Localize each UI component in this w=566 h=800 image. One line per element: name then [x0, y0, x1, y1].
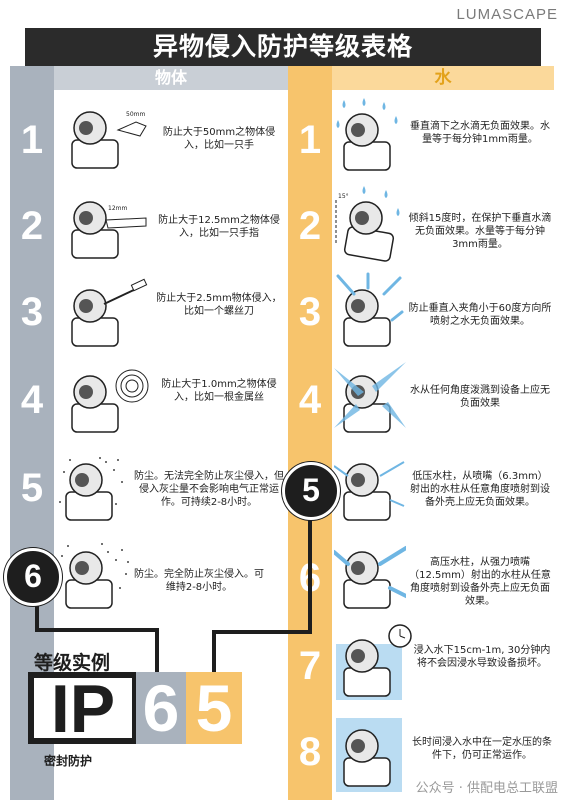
- connector-water-h: [212, 630, 312, 634]
- camera-immersion-icon: [336, 624, 412, 700]
- water-desc-2: 倾斜15度时，在保护下垂直水滴无负面效果。水量等于每分钟3mm雨量。: [408, 213, 552, 250]
- water-desc-3: 防止垂直入夹角小于60度方向所喷射之水无负面效果。: [408, 303, 552, 327]
- camera-screwdriver-icon: [71, 278, 148, 347]
- camera-submersion-icon: [336, 718, 402, 792]
- water-level-5-highlight: 5: [282, 462, 340, 520]
- solid-desc-3: 防止大于2.5mm物体侵入，比如一个螺丝刀: [156, 293, 282, 317]
- footer-watermark: 公众号 · 供配电总工联盟: [415, 781, 558, 796]
- size-tag-12mm: 12mm: [108, 205, 127, 212]
- ip-digit-solid: 6: [136, 672, 186, 744]
- solid-level-2: 2: [20, 204, 44, 248]
- solid-desc-6: 防尘。完全防止灰尘侵入。可维持2-8小时。: [134, 569, 264, 593]
- camera-drip-icon: [336, 98, 398, 171]
- water-desc-8: 长时间浸入水中在一定水压的条件下，仍可正常运作。: [412, 737, 552, 761]
- solid-level-3: 3: [20, 290, 44, 334]
- solid-level-4: 4: [20, 378, 44, 422]
- camera-dust-icon: [59, 457, 123, 521]
- water-level-8: 8: [298, 730, 322, 774]
- camera-low-jet-icon: [334, 461, 405, 521]
- water-level-1: 1: [298, 118, 322, 162]
- size-tag-50mm: 50mm: [126, 111, 145, 118]
- seal-label: 密封防护: [44, 754, 93, 768]
- page-title: 异物侵入防护等级表格: [25, 28, 541, 66]
- water-column-band: [288, 66, 332, 800]
- solid-desc-2: 防止大于12.5mm之物体侵入，比如一只手指: [158, 215, 280, 239]
- solid-level-5: 5: [20, 466, 44, 510]
- camera-dust-tight-icon: [57, 543, 129, 609]
- water-header: 水: [332, 66, 554, 90]
- water-desc-5: 低压水柱，从喷嘴（6.3mm）射出的水柱从任意角度喷射到设备外壳上应无负面效果。: [410, 471, 550, 508]
- water-level-3: 3: [298, 290, 322, 334]
- camera-finger-icon: 12mm: [71, 201, 147, 259]
- camera-tilt-drip-icon: 15°: [335, 186, 400, 262]
- camera-wire-icon: [71, 369, 149, 433]
- camera-splash-icon: [334, 362, 406, 433]
- connector-water-down: [212, 630, 216, 672]
- example-title: 等级实例: [34, 652, 111, 674]
- solid-desc-5: 防尘。无法完全防止灰尘侵入，但侵入灰尘量不会影响电气正常运作。可持续2-8小时。: [134, 471, 284, 508]
- solid-level-1: 1: [20, 118, 44, 162]
- water-level-2: 2: [298, 204, 322, 248]
- water-desc-4: 水从任何角度泼溅到设备上应无负面效果: [410, 385, 550, 409]
- connector-solid-h: [35, 628, 157, 632]
- solid-desc-4: 防止大于1.0mm之物体侵入，比如一根金属丝: [161, 379, 277, 403]
- brand-logo: LUMASCAPE: [456, 6, 558, 23]
- water-desc-7: 浸入水下15cm-1m, 30分钟内将不会因浸水导致设备损坏。: [413, 645, 551, 669]
- solid-desc-1: 防止大于50mm之物体侵入，比如一只手: [162, 127, 276, 151]
- ip-digit-water: 5: [186, 672, 242, 744]
- camera-high-jet-icon: [334, 546, 406, 609]
- water-level-7: 7: [298, 644, 322, 688]
- water-desc-6: 高压水柱，从强力喷嘴（12.5mm）射出的水柱从任意角度喷射到设备外壳上应无负面…: [409, 557, 551, 607]
- water-level-4: 4: [298, 378, 322, 422]
- solid-level-6-highlight: 6: [4, 548, 62, 606]
- connector-water: [308, 510, 312, 634]
- water-desc-1: 垂直滴下之水滴无负面效果。水量等于每分钟1mm雨量。: [410, 121, 550, 145]
- camera-spray-icon: [336, 272, 404, 347]
- tilt-angle-tag: 15°: [338, 193, 349, 200]
- connector-solid-down: [155, 628, 159, 672]
- camera-hand-icon: 50mm: [71, 111, 147, 169]
- solid-header: 物体: [54, 66, 288, 90]
- ip-prefix: IP: [28, 672, 138, 744]
